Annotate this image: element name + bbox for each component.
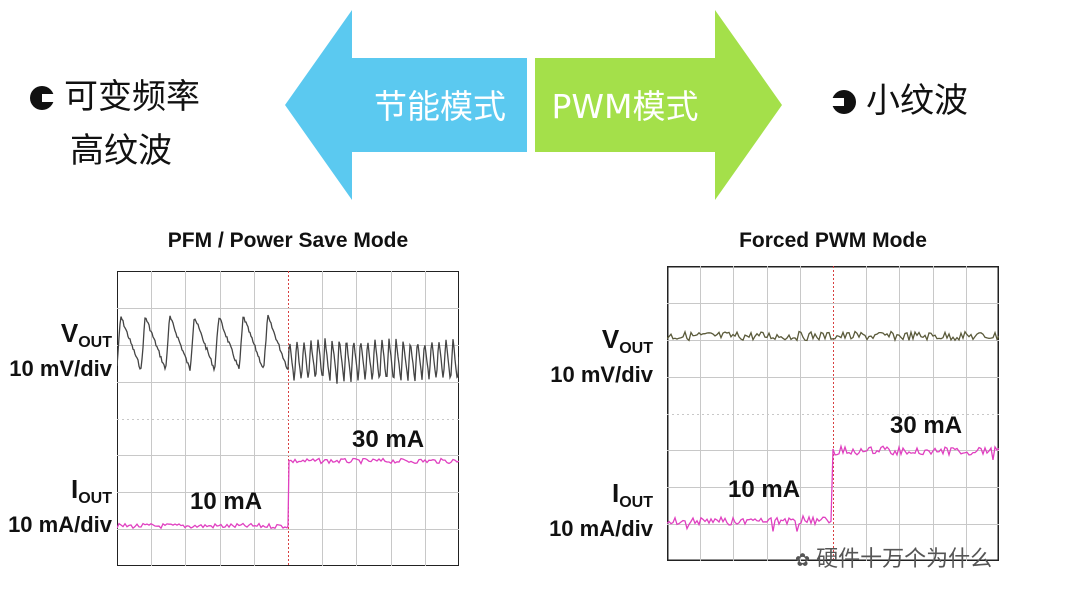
- pfm-vout-label: VOUT 10 mV/div: [0, 320, 112, 382]
- pwm-iout-scale: 10 mA/div: [549, 516, 653, 541]
- pwm-low-current-label: 10 mA: [728, 476, 801, 503]
- left-note: 可变频率 高纹波: [30, 70, 200, 178]
- power-save-arrow-shape: [285, 10, 527, 200]
- pfm-iout-trace: [117, 457, 459, 530]
- pfm-iout-scale: 10 mA/div: [8, 512, 112, 537]
- wechat-icon: ✿: [795, 550, 811, 571]
- watermark: ✿硬件十万个为什么: [795, 541, 992, 573]
- pfm-low-current-label: 10 mA: [190, 488, 263, 515]
- circle-arrow-left-icon: [30, 86, 54, 110]
- pwm-vout-label: VOUT 10 mV/div: [540, 326, 653, 388]
- right-note-text: 小纹波: [866, 81, 968, 121]
- pwm-iout-trace: [667, 443, 999, 532]
- pfm-oscilloscope: [117, 271, 459, 566]
- pwm-iout-label: IOUT 10 mA/div: [540, 480, 653, 542]
- circle-arrow-right-icon: [832, 90, 856, 114]
- pfm-grid: [117, 271, 459, 566]
- left-note-line2: 高纹波: [70, 131, 172, 171]
- pfm-panel-title: PFM / Power Save Mode: [167, 229, 409, 252]
- watermark-text: 硬件十万个为什么: [816, 547, 993, 572]
- power-save-mode-label: 节能模式: [374, 87, 506, 126]
- pwm-vout-scale: 10 mV/div: [550, 362, 653, 387]
- right-note: 小纹波: [832, 76, 968, 126]
- pwm-grid: [667, 266, 999, 561]
- pfm-vout-scale: 10 mV/div: [9, 356, 112, 381]
- pwm-vout-trace: [667, 329, 999, 343]
- pwm-oscilloscope: [667, 266, 999, 561]
- left-note-line1: 可变频率: [64, 77, 200, 117]
- pfm-high-current-label: 30 mA: [352, 426, 425, 453]
- pwm-arrow-shape: [535, 10, 782, 200]
- pwm-panel-title: Forced PWM Mode: [739, 229, 927, 252]
- pfm-iout-label: IOUT 10 mA/div: [0, 476, 112, 538]
- pwm-high-current-label: 30 mA: [890, 412, 963, 439]
- pwm-mode-label: PWM模式: [551, 87, 698, 126]
- pfm-vout-trace: [117, 314, 459, 384]
- double-arrow: 节能模式 PWM模式: [285, 10, 782, 200]
